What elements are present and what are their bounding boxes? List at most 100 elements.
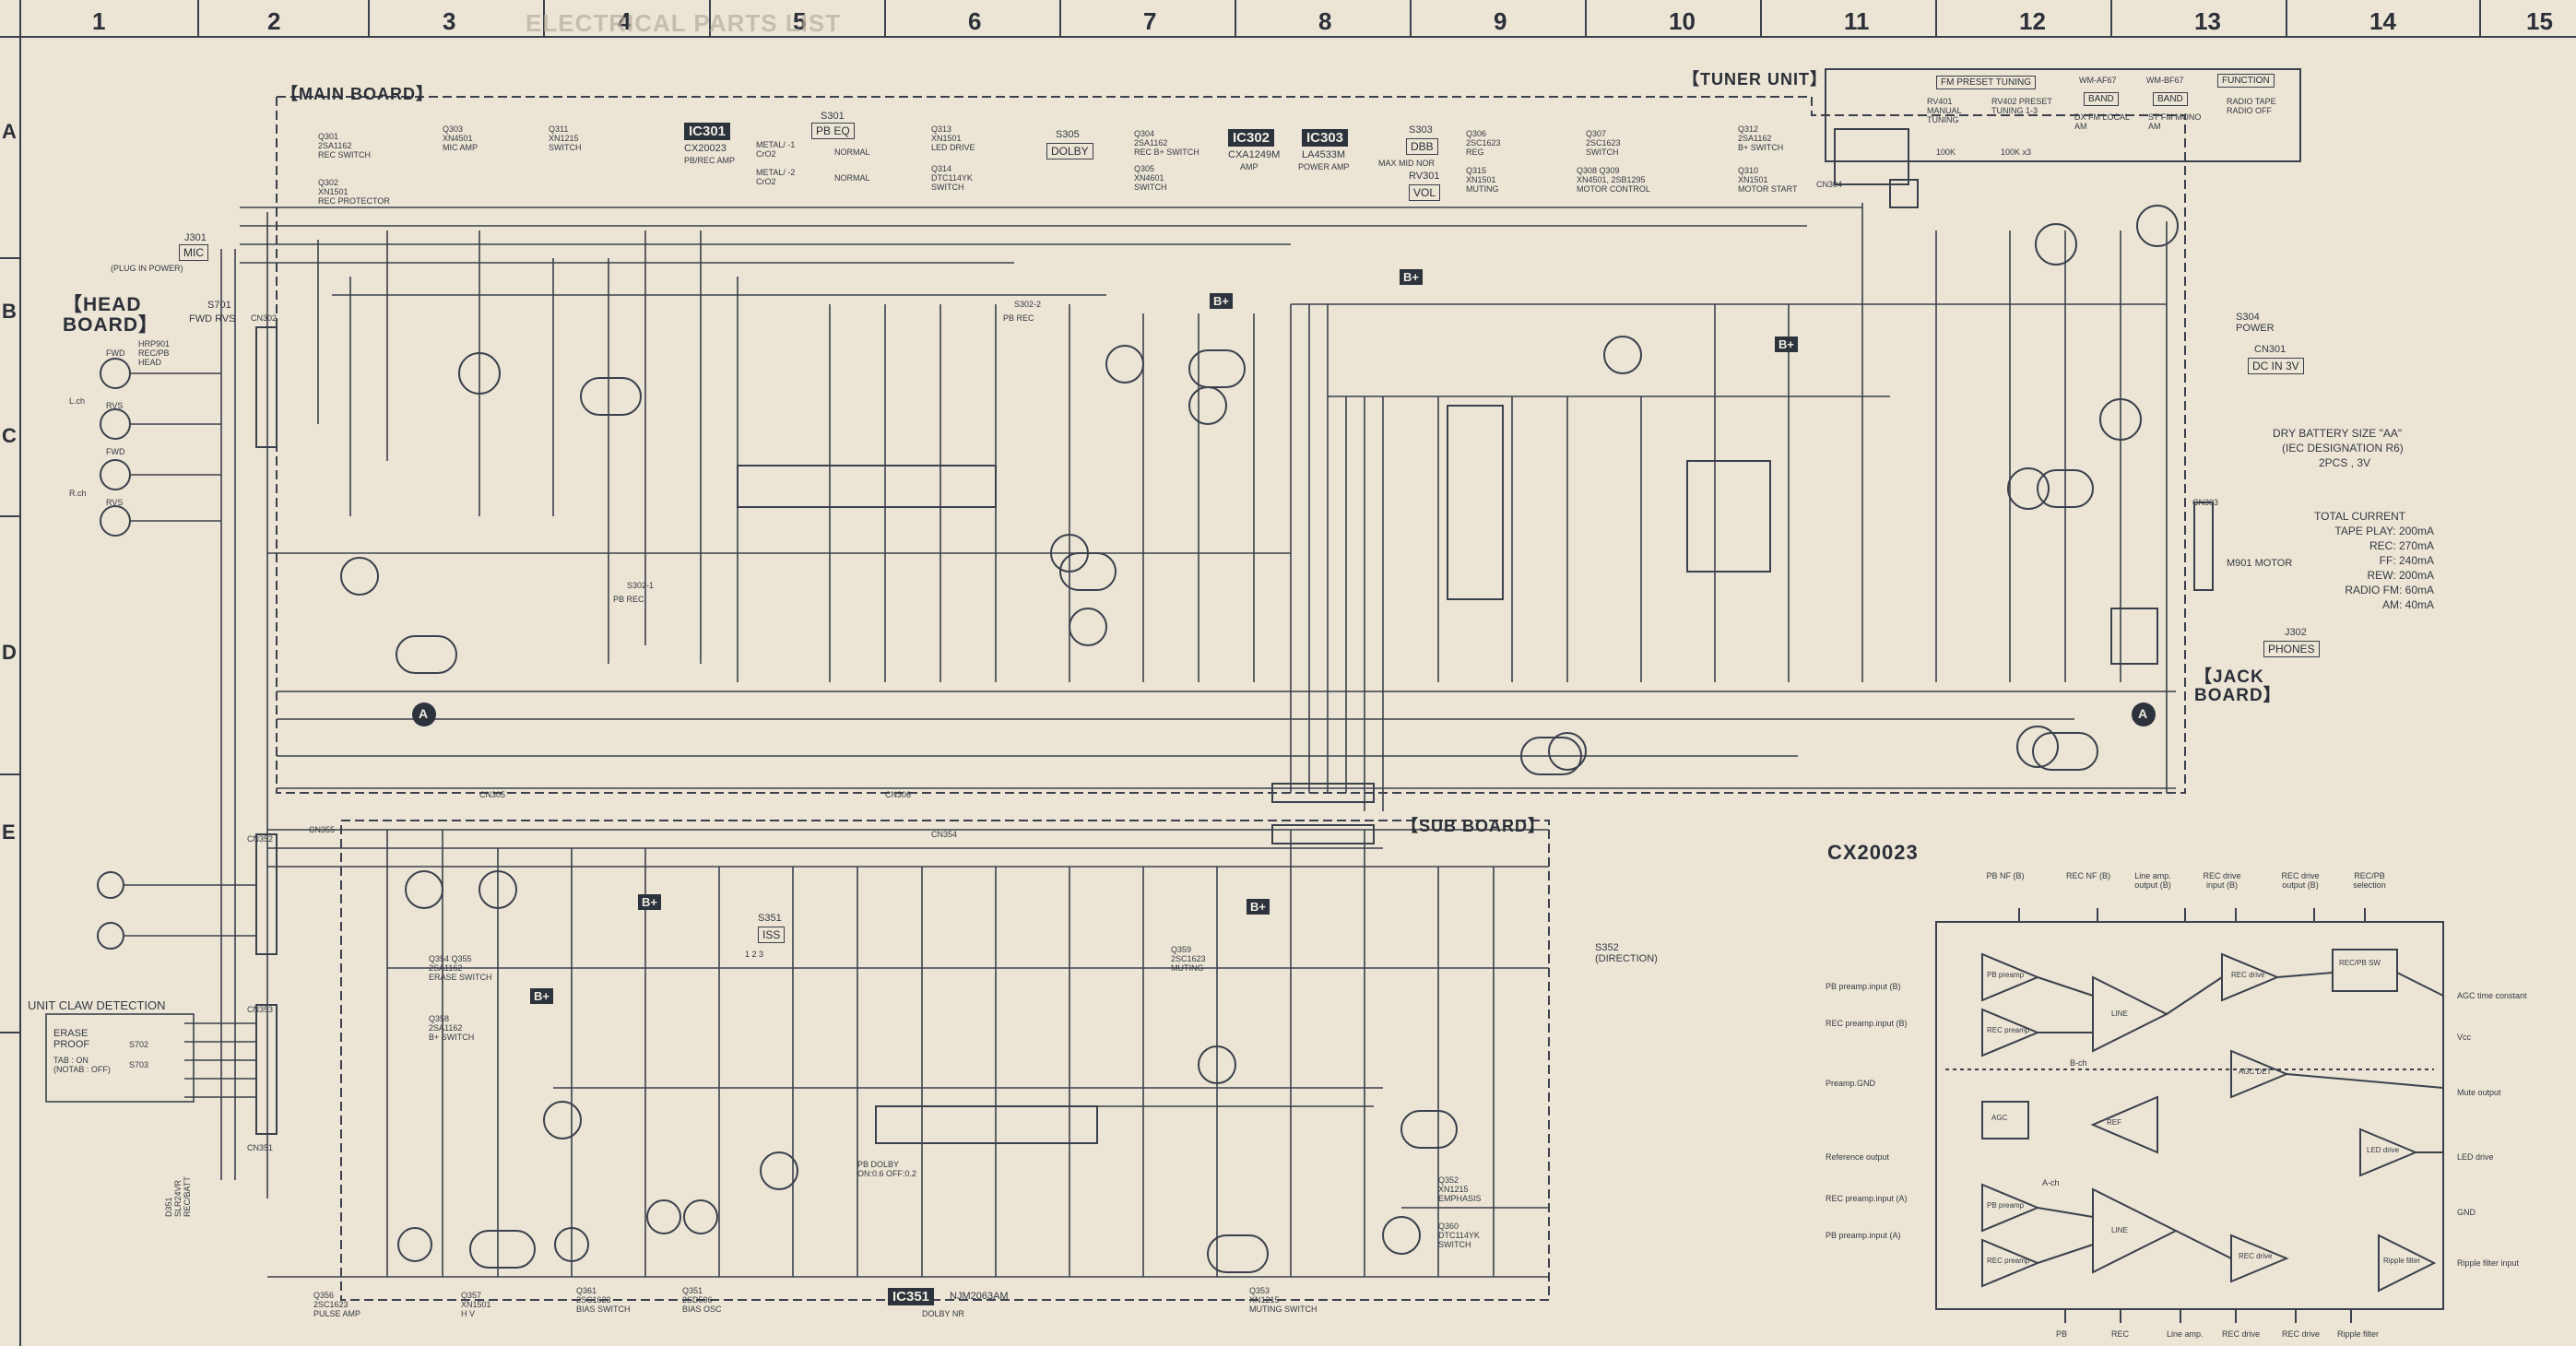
cx20023-title: CX20023 — [1827, 841, 1919, 864]
part-num-10: 2SC1623 — [1586, 138, 1621, 148]
current-row: REW: 200mA — [2314, 568, 2434, 583]
battery-line3: 2PCS , 3V — [2319, 456, 2371, 469]
cx-block-10: REC preamp — [1987, 1257, 2030, 1265]
grid-row-E: E — [2, 821, 16, 844]
cn-label-2: CN304 — [1816, 180, 1843, 189]
part-desc-9: MUTING — [1466, 184, 1499, 194]
cx-left-pin-1: REC preamp.input (B) — [1826, 1019, 1908, 1028]
s701-ref: S701 — [207, 300, 231, 311]
s305-ref: S305 — [1056, 129, 1080, 140]
grid-column-1: 1 — [92, 7, 106, 35]
grid-row-C: C — [2, 424, 17, 447]
ic303-part: LA4533M — [1302, 149, 1346, 160]
cx-ch-b: B-ch — [2070, 1058, 2087, 1068]
sub-part-num-4: 2SC1623 — [576, 1295, 611, 1305]
sub-part-ref-3: Q357 — [461, 1291, 482, 1300]
motor-label: M901 MOTOR — [2227, 558, 2293, 569]
s701-desc: FWD RVS — [189, 313, 236, 325]
part-desc-11: MOTOR CONTROL — [1577, 184, 1650, 194]
current-value: 240mA — [2395, 554, 2434, 567]
cx-block-7: REF — [2107, 1118, 2121, 1127]
sub-part-desc-2: PULSE AMP — [313, 1309, 361, 1318]
s303-dbb: DBB — [1406, 138, 1438, 155]
grid-row-A: A — [2, 120, 17, 143]
part-desc-6: REC B+ SWITCH — [1134, 148, 1199, 157]
sub-part-ref-9: Q360 — [1438, 1222, 1459, 1231]
s301-line1b: NORMAL — [834, 148, 870, 157]
b-plus-marker-1: B+ — [1400, 269, 1423, 285]
grid-column-13: 13 — [2194, 7, 2221, 35]
grid-row-D: D — [2, 641, 17, 664]
part-desc-13: MOTOR START — [1738, 184, 1798, 194]
cx-top-pin-5: REC/PB selection — [2353, 871, 2386, 890]
current-row: TAPE PLAY: 200mA — [2314, 524, 2434, 538]
ic301-part: CX20023 — [684, 143, 727, 154]
cx-right-pin-2: Mute output — [2457, 1088, 2501, 1097]
part-num-2: XN4501 — [443, 134, 473, 143]
part-ref-7: Q305 — [1134, 164, 1155, 173]
grid-column-5: 5 — [793, 7, 807, 35]
grid-column-11: 11 — [1844, 7, 1870, 35]
head-label-5: RVS — [106, 498, 124, 507]
part-num-8: 2SC1623 — [1466, 138, 1501, 148]
grid-column-7: 7 — [1143, 7, 1157, 35]
s302-1-ref: S302-1 — [627, 581, 655, 590]
cn-label-6: CN353 — [247, 1005, 274, 1014]
part-ref-11: Q308 Q309 — [1577, 166, 1620, 175]
cx-bottom-pin-5: Ripple filter — [2337, 1329, 2380, 1339]
part-ref-12: Q312 — [1738, 124, 1759, 134]
current-value: 60mA — [2402, 584, 2434, 596]
cx-block-0: PB preamp — [1987, 971, 2025, 979]
cx-bottom-pin-2: Line amp. — [2167, 1329, 2204, 1339]
sub-part-num-9: DTC114YK — [1438, 1231, 1480, 1240]
j302-phones: PHONES — [2263, 641, 2320, 657]
grid-column-10: 10 — [1669, 7, 1696, 35]
cx-block-6: AGC — [1991, 1114, 2008, 1122]
cx-left-pin-2: Preamp.GND — [1826, 1079, 1876, 1088]
ic302-desc: AMP — [1240, 162, 1258, 171]
sub-part-desc-3: H V — [461, 1309, 476, 1318]
cx-left-pin-5: PB preamp.input (A) — [1826, 1231, 1901, 1240]
cx-block-1: REC preamp — [1987, 1026, 2030, 1034]
ic302-label: IC302 — [1228, 129, 1275, 147]
grid-column-4: 4 — [618, 7, 632, 35]
ic351-part: NJM2063AM — [950, 1291, 1009, 1302]
b-plus-marker-2: B+ — [1775, 336, 1798, 352]
battery-note: DRY BATTERY SIZE "AA" (IEC DESIGNATION R… — [2273, 426, 2404, 470]
part-ref-4: Q313 — [931, 124, 952, 134]
grid-column-9: 9 — [1494, 7, 1507, 35]
cn-label-3: CN305 — [479, 790, 506, 799]
b-plus-marker-4: B+ — [530, 988, 553, 1004]
part-desc-1: REC PROTECTOR — [318, 196, 390, 206]
s301-line2b: NORMAL — [834, 173, 870, 183]
function-desc: RADIO TAPE RADIO OFF — [2227, 97, 2276, 115]
cn-label-5: CN352 — [247, 834, 274, 844]
part-desc-4: LED DRIVE — [931, 143, 975, 152]
part-num-0: 2SA1162 — [318, 141, 352, 150]
grid-column-12: 12 — [2019, 7, 2046, 35]
tuner-unit-label: TUNER UNIT — [1700, 70, 1810, 89]
sub-part-ref-5: Q351 — [682, 1286, 703, 1295]
part-ref-6: Q304 — [1134, 129, 1155, 138]
cx-top-pin-0: PB NF (B) — [1986, 871, 2025, 880]
cn-label-9: CN351 — [247, 1143, 274, 1152]
part-ref-3: Q311 — [549, 124, 569, 134]
s702-label: S702 — [129, 1040, 149, 1049]
wm-bf67-label: WM-BF67 — [2146, 76, 2184, 85]
j301-desc: (PLUG IN POWER) — [111, 264, 183, 273]
cn-label-7: CN354 — [931, 830, 958, 839]
band-bf67: BAND — [2153, 92, 2188, 106]
part-ref-10: Q307 — [1586, 129, 1607, 138]
sub-part-num-0: 2SA1162 — [429, 963, 463, 973]
rv301-vol: VOL — [1409, 184, 1441, 201]
ic301-desc: PB/REC AMP — [684, 156, 736, 165]
cn301-ref: CN301 — [2254, 344, 2286, 355]
sub-part-ref-8: Q352 — [1438, 1175, 1459, 1185]
ic351-desc: DOLBY NR — [922, 1309, 964, 1318]
s305-dolby: DOLBY — [1046, 143, 1093, 159]
grid-column-2: 2 — [267, 7, 281, 35]
part-ref-0: Q301 — [318, 132, 339, 141]
part-num-13: XN1501 — [1738, 175, 1768, 184]
